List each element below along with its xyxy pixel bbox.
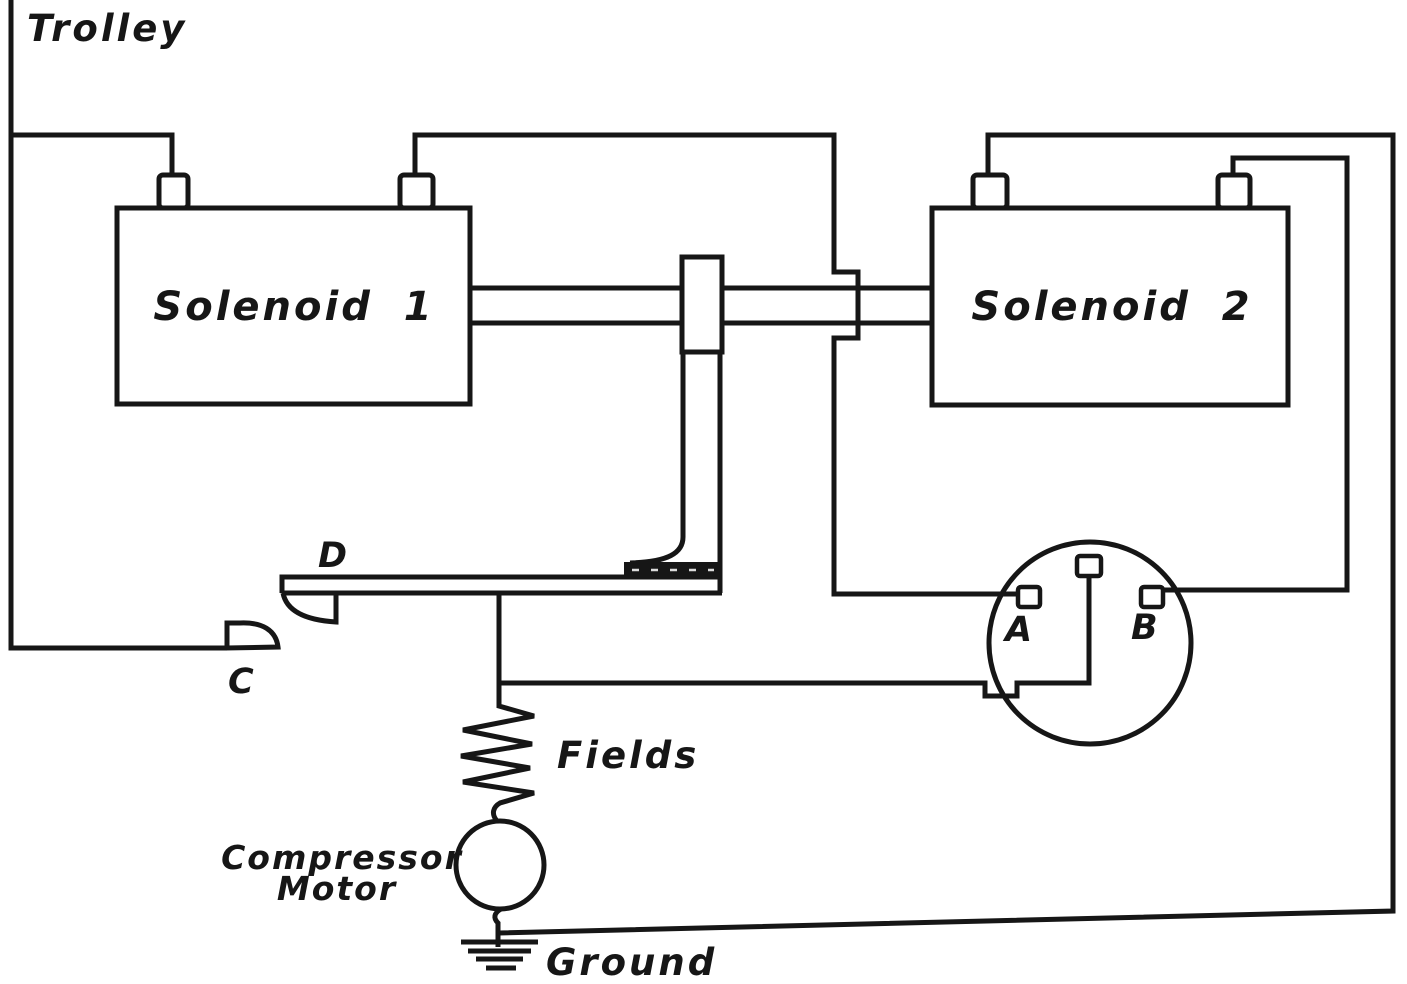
compressor-label-line2: Motor [277, 869, 397, 908]
ground-symbol [461, 939, 538, 971]
solenoid1-box [114, 205, 473, 407]
contact-d-label: D [318, 536, 349, 576]
solenoid1-label: Solenoid 1 [153, 284, 434, 330]
controller-circle [986, 539, 1194, 747]
plunger-rod-right [722, 285, 930, 326]
solenoid2-box [929, 205, 1291, 408]
wire-solenoid1-to-contact-a [412, 132, 1018, 597]
contact-c-label: C [228, 662, 256, 702]
trolley-branch-to-solenoid1 [11, 132, 175, 176]
motor-circle [453, 818, 547, 912]
plunger-arm-left-edge [629, 352, 686, 566]
ground-label: Ground [546, 941, 717, 984]
fields-label: Fields [557, 734, 699, 777]
controller-center-contact [1074, 553, 1104, 579]
plunger-rod-left [470, 285, 682, 326]
trolley-wire [8, 0, 227, 651]
compressor-label-line1: Compressor [221, 838, 463, 877]
contact-bar-d [279, 574, 722, 596]
contact-b-square [1138, 584, 1166, 610]
contact-b-label: B [1131, 608, 1160, 648]
plunger-crosshead [679, 254, 725, 355]
contact-a-label: A [1002, 610, 1034, 650]
solenoid2-terminal-2 [1215, 172, 1253, 211]
bar-d-tip-contact [280, 592, 339, 625]
fields-coil [460, 593, 535, 823]
solenoid2-terminal-1 [970, 172, 1010, 211]
solenoid2-label: Solenoid 2 [971, 284, 1252, 330]
solenoid1-terminal-2 [397, 172, 436, 211]
trolley-label: Trolley [27, 7, 187, 50]
controller-center-wire [499, 576, 1092, 699]
contact-a-square [1015, 584, 1043, 610]
wire-solenoid2-to-ground [498, 132, 1396, 936]
motor-ground-lead [492, 906, 503, 947]
wire-solenoid2-to-contact-b [1163, 155, 1350, 593]
solenoid1-terminal-1 [156, 172, 191, 211]
contact-c-shoe [224, 620, 281, 651]
